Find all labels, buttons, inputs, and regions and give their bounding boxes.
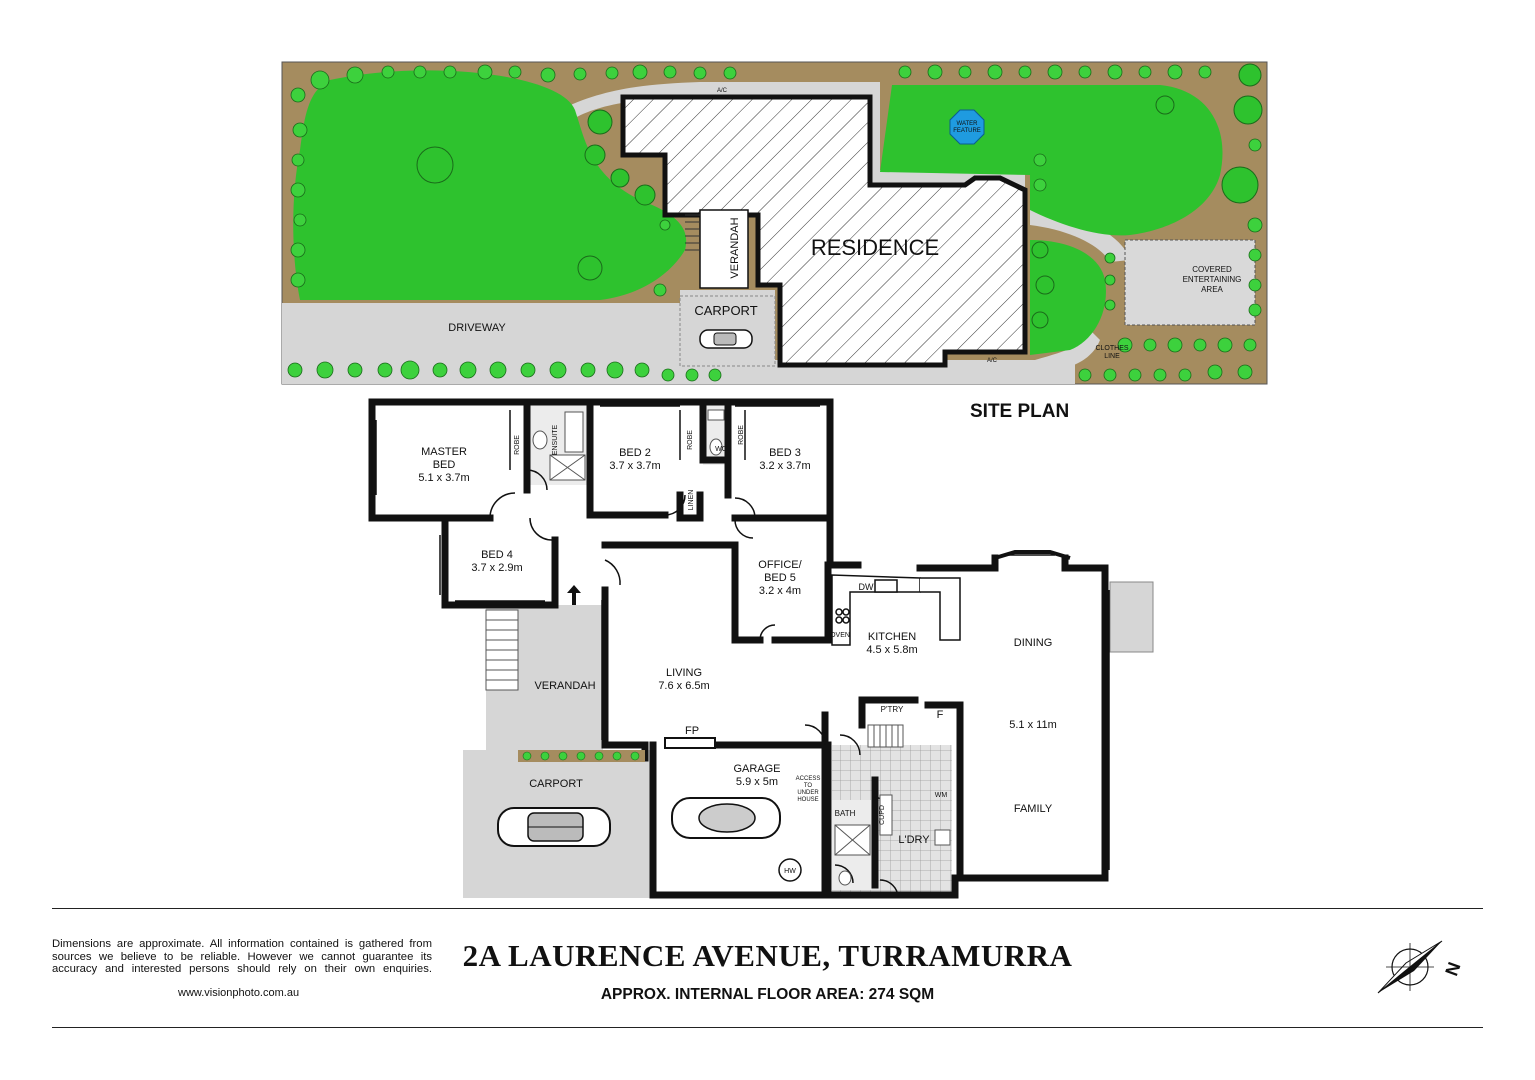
kitchen-label: KITCHEN	[868, 631, 916, 643]
wc-label: WC	[715, 446, 727, 453]
water-feature-label-2: FEATURE	[953, 128, 981, 134]
residence-outline	[620, 94, 1028, 368]
kitchen-benches	[831, 574, 961, 646]
dining-family-size: 5.1 x 11m	[1009, 719, 1057, 731]
rear-deck	[1109, 581, 1154, 653]
fireplace-label: FP	[685, 725, 699, 737]
laundry-label: L'DRY	[898, 834, 930, 846]
internal-stairs	[867, 724, 904, 748]
hot-water-label: HW	[784, 868, 796, 875]
windows	[371, 401, 1110, 896]
site-verandah-label: VERANDAH	[729, 217, 741, 278]
office-label-1: OFFICE/	[758, 559, 802, 571]
compass-icon: N	[1377, 940, 1465, 994]
robe-label-1: ROBE	[514, 435, 521, 455]
site-plan-title: SITE PLAN	[970, 401, 1070, 422]
dining-label: DINING	[1014, 637, 1053, 649]
carport-car-icon	[497, 807, 611, 847]
site-trees	[416, 63, 1263, 329]
compass-north-label: N	[1441, 959, 1464, 978]
office-label-2: BED 5	[764, 572, 796, 584]
fireplace	[664, 737, 716, 749]
cupboard-label: CUPD	[879, 805, 886, 825]
access-label-2: TO	[804, 783, 813, 789]
ac-label-bottom: A/C	[987, 358, 998, 364]
disclaimer-text: Dimensions are approximate. All informat…	[52, 938, 432, 975]
carport-label: CARPORT	[529, 778, 583, 790]
planter-shrubs	[522, 751, 640, 761]
bed4-label: BED 4	[481, 549, 513, 561]
site-plan: RESIDENCE DRIVEWAY CARPORT VERANDAH WATE…	[281, 61, 1268, 385]
office-size: 3.2 x 4m	[759, 585, 801, 597]
dw-label: DW	[859, 582, 874, 592]
site-carport-label: CARPORT	[694, 303, 757, 318]
water-feature-label-1: WATER	[957, 121, 979, 127]
garage-car-icon	[671, 797, 781, 839]
access-label-4: HOUSE	[797, 797, 818, 803]
bed4-size: 3.7 x 2.9m	[471, 562, 522, 574]
site-residence-label: RESIDENCE	[811, 235, 939, 260]
verandah-stairs	[485, 609, 519, 691]
site-shrubs	[287, 64, 1263, 382]
walls	[368, 398, 1109, 899]
robe-label-2: ROBE	[687, 430, 694, 450]
covered-area-label-3: AREA	[1201, 285, 1223, 294]
floor-plan: MASTER BED 5.1 x 3.7m ENSUITE ROBE BED 2…	[368, 398, 1154, 899]
bed3-size: 3.2 x 3.7m	[759, 460, 810, 472]
bed3-label: BED 3	[769, 447, 801, 459]
covered-entertaining-area	[1124, 239, 1256, 326]
covered-area-label-1: COVERED	[1192, 265, 1232, 274]
master-bed-size: 5.1 x 3.7m	[418, 472, 469, 484]
website-link[interactable]: www.visionphoto.com.au	[178, 987, 300, 999]
fridge-label: F	[937, 709, 944, 721]
ensuite-label: ENSUITE	[552, 425, 559, 456]
garage-label: GARAGE	[733, 763, 780, 775]
clothes-line-label-1: CLOTHES	[1095, 345, 1128, 352]
bath-label: BATH	[835, 809, 856, 818]
master-bed-label-1: MASTER	[421, 446, 467, 458]
site-driveway-label: DRIVEWAY	[448, 322, 506, 334]
entry-arrow-icon	[567, 585, 581, 605]
site-car-icon	[699, 329, 753, 349]
living-label: LIVING	[666, 667, 702, 679]
bed2-label: BED 2	[619, 447, 651, 459]
ac-label-top: A/C	[717, 88, 728, 94]
washing-machine-label: WM	[935, 792, 948, 799]
pantry-label: P'TRY	[881, 705, 904, 714]
footer-rule-top	[52, 908, 1483, 909]
bay-window	[994, 550, 1071, 560]
access-label-1: ACCESS	[796, 776, 821, 782]
oven-label: OVEN	[830, 632, 850, 639]
living-size: 7.6 x 6.5m	[658, 680, 709, 692]
kitchen-size: 4.5 x 5.8m	[866, 644, 917, 656]
access-label-3: UNDER	[797, 790, 819, 796]
footer-rule-bottom	[52, 1027, 1483, 1028]
floor-area: APPROX. INTERNAL FLOOR AREA: 274 SQM	[600, 986, 935, 1003]
master-bed-label-2: BED	[433, 459, 456, 471]
front-lawn	[293, 70, 687, 300]
bathroom-fittings	[532, 409, 951, 886]
water-feature	[949, 109, 985, 145]
linen-label: LINEN	[688, 490, 695, 511]
property-address: 2A LAURENCE AVENUE, TURRAMURRA	[462, 938, 1073, 973]
covered-area-label-2: ENTERTAINING	[1183, 275, 1242, 284]
clothes-line-label-2: LINE	[1104, 353, 1120, 360]
family-label: FAMILY	[1014, 803, 1053, 815]
hot-water-unit	[778, 858, 802, 882]
garage-size: 5.9 x 5m	[736, 776, 778, 788]
bed2-size: 3.7 x 3.7m	[609, 460, 660, 472]
robe-label-3: ROBE	[738, 425, 745, 445]
verandah-label: VERANDAH	[534, 680, 595, 692]
site-verandah	[699, 209, 749, 289]
